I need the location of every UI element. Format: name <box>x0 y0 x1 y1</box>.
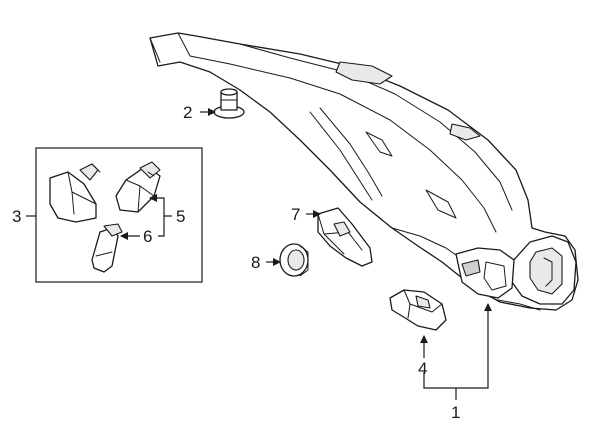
bumper-cover <box>149 32 579 311</box>
grommet <box>279 243 309 277</box>
callout-4: 4 <box>418 359 427 378</box>
callout-7: 7 <box>291 205 300 224</box>
push-pin-clip <box>213 88 245 119</box>
bulb-socket <box>115 161 161 213</box>
lamp-assembly-box <box>35 147 203 283</box>
license-lamp-housing <box>49 163 101 223</box>
callout-8: 8 <box>251 253 260 272</box>
mounting-bracket <box>317 207 373 267</box>
callout-5: 5 <box>176 207 185 226</box>
retainer-bracket <box>389 289 447 331</box>
callout-6: 6 <box>143 227 152 246</box>
leader-5-lower <box>158 216 165 237</box>
lamp-bulb <box>91 223 123 273</box>
callout-2: 2 <box>183 103 192 122</box>
callout-1: 1 <box>451 403 460 422</box>
leader-5 <box>149 194 172 217</box>
callout-3: 3 <box>12 207 21 226</box>
